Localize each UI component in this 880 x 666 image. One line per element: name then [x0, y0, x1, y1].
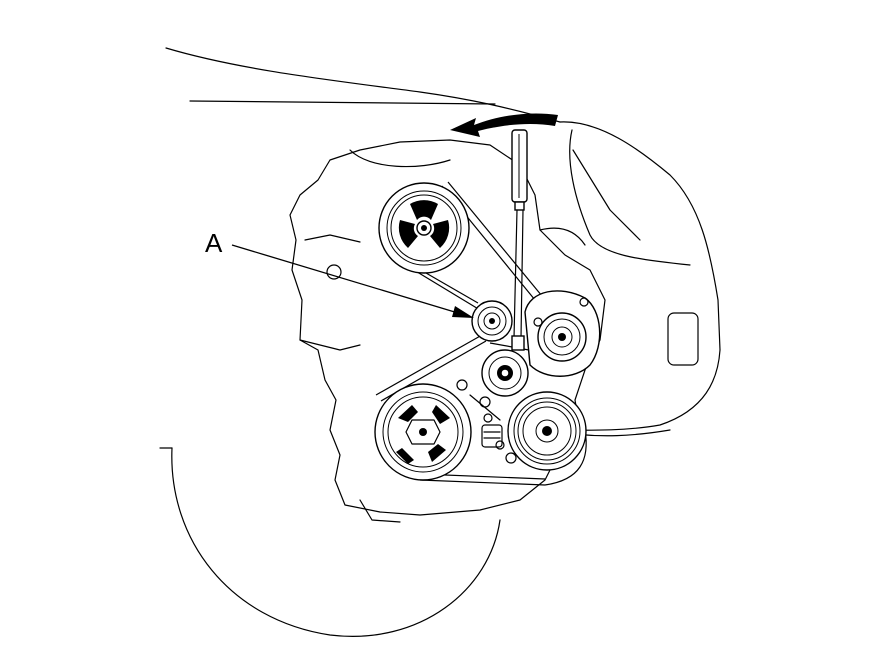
rotation-direction-arrow [450, 113, 558, 137]
bracket-details [456, 379, 517, 464]
crankshaft-pulley [374, 383, 472, 481]
upper-pulley [378, 182, 470, 274]
wheel-arch-outline [159, 447, 501, 637]
callout-a-arrowhead [452, 306, 474, 318]
callout-a-label: A [205, 228, 223, 258]
callout-a: A [205, 228, 474, 318]
auto-tensioner [524, 290, 601, 377]
breaker-bar-wrench [511, 129, 528, 351]
alternator-pulley [507, 391, 587, 471]
callout-a-leader-line [231, 244, 459, 314]
idler-pulley-a [471, 300, 513, 342]
middle-idler-pulley [481, 349, 529, 397]
